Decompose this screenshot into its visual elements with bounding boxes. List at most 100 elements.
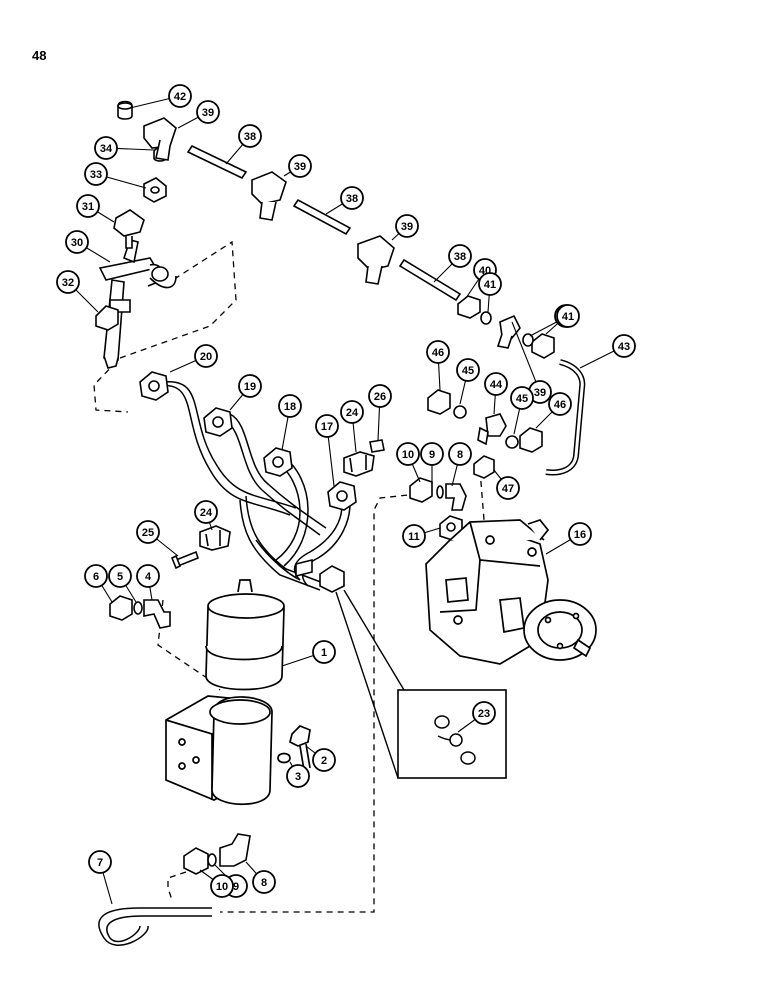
callout-number: 5 <box>117 571 123 583</box>
leader-line <box>511 321 541 393</box>
callout-circle <box>312 748 336 772</box>
injection-lines <box>155 381 351 591</box>
callout-circle <box>448 442 472 466</box>
callout-number: 19 <box>244 381 256 393</box>
part-callout: 32 <box>56 270 80 294</box>
callout-circle <box>136 520 160 544</box>
callout-number: 9 <box>233 881 239 893</box>
clamps <box>170 439 385 570</box>
callout-number: 43 <box>618 341 630 353</box>
part-callout: 8 <box>448 442 472 466</box>
part-callout: 33 <box>84 162 108 186</box>
callout-circle <box>136 564 160 588</box>
leak-off-line <box>143 117 586 476</box>
callout-number: 46 <box>554 399 566 411</box>
callout-number: 39 <box>534 387 546 399</box>
part-callout: 31 <box>76 194 100 218</box>
part-callout: 39 <box>528 380 552 404</box>
callout-number: 39 <box>202 107 214 119</box>
callout-number: 4 <box>145 571 152 583</box>
part-callout: 18 <box>278 394 302 418</box>
callout-number: 41 <box>484 279 496 291</box>
callout-number: 8 <box>261 877 267 889</box>
callout-circle <box>478 272 502 296</box>
callout-circle <box>84 162 108 186</box>
part-callout: 10 <box>210 874 234 898</box>
callout-circle <box>395 214 419 238</box>
page-number: 48 <box>32 48 47 63</box>
detail-inset <box>335 589 507 779</box>
callout-number: 24 <box>346 407 359 419</box>
part-callout: 4 <box>136 564 160 588</box>
part-callout: 16 <box>568 522 592 546</box>
callout-number: 33 <box>90 169 102 181</box>
part-callout: 25 <box>136 520 160 544</box>
callout-number: 38 <box>454 251 466 263</box>
callout-number: 45 <box>516 393 528 405</box>
callout-circle <box>368 384 392 408</box>
callout-circle <box>510 386 534 410</box>
part-callout: 47 <box>496 476 520 500</box>
callout-circle <box>108 564 132 588</box>
part-callout: 3 <box>286 764 310 788</box>
part-callout: 42 <box>168 84 192 108</box>
fuel-filter-assembly <box>165 579 311 806</box>
part-callout: 8 <box>252 870 276 894</box>
callout-circle <box>168 84 192 108</box>
callout-number: 41 <box>562 311 574 323</box>
callout-number: 39 <box>401 221 413 233</box>
callout-circle <box>496 476 520 500</box>
callout-circle <box>65 230 89 254</box>
callout-number: 20 <box>200 351 212 363</box>
part-callout: 7 <box>88 850 112 874</box>
callout-circle <box>252 870 276 894</box>
callout-number: 10 <box>216 881 228 893</box>
callout-number: 32 <box>62 277 74 289</box>
part-callout: 41 <box>556 304 580 328</box>
callout-circle <box>194 500 218 524</box>
callout-number: 30 <box>71 237 83 249</box>
part-callout: 11 <box>402 524 426 548</box>
part-callout: 38 <box>238 124 262 148</box>
callout-number: 18 <box>284 401 296 413</box>
callout-circle <box>426 340 450 364</box>
callout-circle <box>88 850 112 874</box>
callout-circle <box>288 154 312 178</box>
callout-circle <box>548 392 572 416</box>
callout-circle <box>402 524 426 548</box>
callout-number: 46 <box>432 347 444 359</box>
callout-number: 39 <box>294 161 306 173</box>
callout-circle <box>238 124 262 148</box>
callout-number: 9 <box>429 449 435 461</box>
part-callout: 26 <box>368 384 392 408</box>
callout-circle <box>420 442 444 466</box>
callout-circle <box>84 564 108 588</box>
part-callout: 38 <box>340 186 364 210</box>
return-hose <box>98 907 212 946</box>
part-callout: 17 <box>315 414 339 438</box>
part-callout: 34 <box>94 136 118 160</box>
callout-circle <box>56 270 80 294</box>
part-callout: 20 <box>194 344 218 368</box>
line-nuts <box>139 371 357 593</box>
part-callout: 46 <box>548 392 572 416</box>
callout-number: 42 <box>174 91 186 103</box>
callout-number: 26 <box>374 391 386 403</box>
part-callout: 24 <box>340 400 364 424</box>
callout-number: 24 <box>200 507 213 519</box>
part-callout: 24 <box>194 500 218 524</box>
part-callout: 45 <box>456 358 480 382</box>
callout-number: 10 <box>402 449 414 461</box>
callout-number: 23 <box>478 708 490 720</box>
callout-circle <box>196 100 220 124</box>
part-callout: 10 <box>396 442 420 466</box>
callout-number: 6 <box>93 571 99 583</box>
callout-circle <box>396 442 420 466</box>
callout-circle <box>456 358 480 382</box>
part-callout: 1 <box>312 640 336 664</box>
part-callout: 23 <box>472 701 496 725</box>
callout-circle <box>340 400 364 424</box>
